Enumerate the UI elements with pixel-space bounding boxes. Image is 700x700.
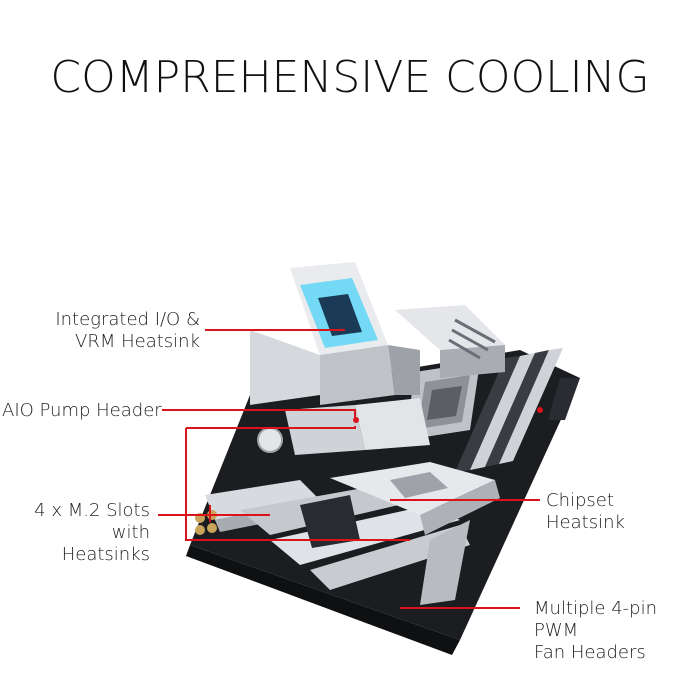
label-m2-line2: with Heatsinks — [61, 522, 150, 565]
callout-line-aio-pump — [162, 409, 356, 420]
label-io-vrm: Integrated I/O & VRM Heatsink — [40, 309, 200, 353]
callout-line-m2 — [186, 426, 356, 429]
callout-line-m2-left — [185, 428, 410, 541]
label-aio-pump-line1: AIO Pump Header — [2, 400, 162, 421]
label-fan-headers: Multiple 4-pin PWM Fan Headers — [534, 598, 700, 664]
label-io-vrm-line2: VRM Heatsink — [75, 331, 200, 352]
label-fan-headers-line1: Multiple 4-pin PWM — [534, 598, 658, 641]
callout-lines — [158, 329, 540, 609]
label-fan-headers-line2: Fan Headers — [534, 642, 646, 663]
io-shroud — [250, 262, 420, 405]
page-title: COMPREHENSIVE COOLING — [50, 52, 650, 103]
label-m2-line1: 4 x M.2 Slots — [34, 500, 150, 521]
chipset-heatsink — [330, 462, 500, 535]
ram-slots — [455, 348, 563, 472]
label-aio-pump: AIO Pump Header — [2, 400, 162, 422]
label-m2: 4 x M.2 Slots with Heatsinks — [20, 500, 150, 566]
label-io-vrm-line1: Integrated I/O & — [55, 309, 200, 330]
label-chipset-line1: Chipset Heatsink — [546, 490, 625, 533]
label-chipset: Chipset Heatsink — [546, 490, 696, 534]
vrm-heatsink — [395, 305, 505, 378]
